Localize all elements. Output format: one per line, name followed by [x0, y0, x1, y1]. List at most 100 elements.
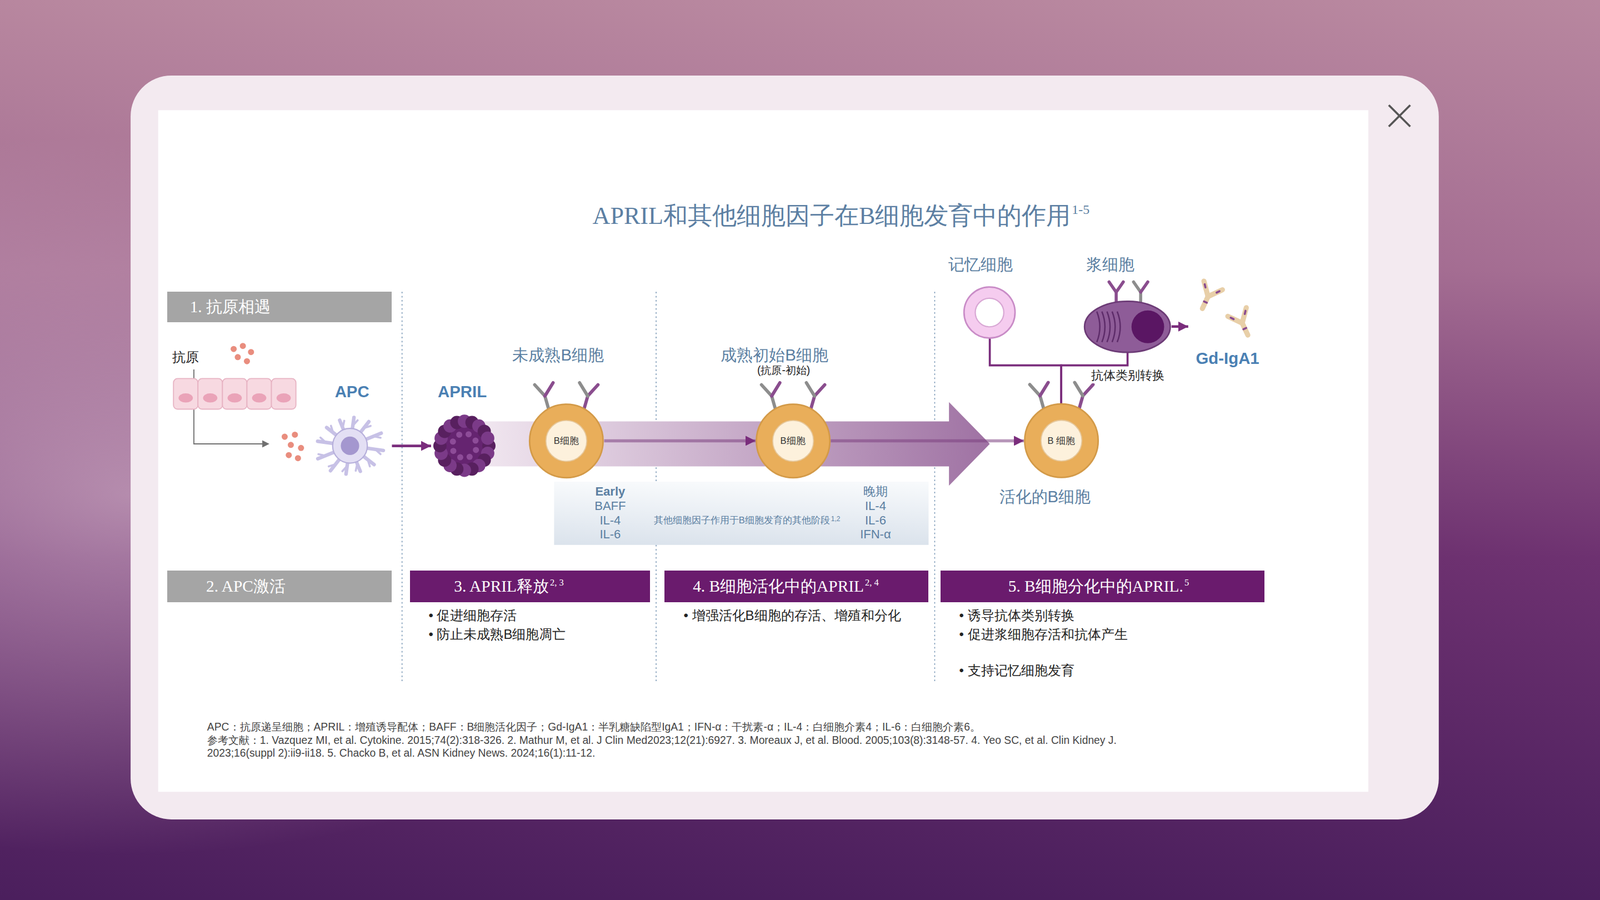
- b-cell-receptor: [1029, 384, 1044, 410]
- cytokine-name: IL-6: [865, 512, 887, 528]
- antibody-figure: [1192, 281, 1257, 340]
- glycan-mark: [1203, 301, 1207, 303]
- april-speck: [449, 438, 456, 445]
- memory-cell-body: [964, 286, 1016, 338]
- memory-cell-nucleus: [975, 297, 1004, 327]
- cytokine-name: IL-4: [599, 512, 621, 528]
- step-heading: 1. 抗原相遇: [190, 297, 271, 317]
- b-cell-receptor: [771, 382, 780, 397]
- antigen-dot: [287, 441, 294, 448]
- b-cell-drawing: [500, 345, 623, 483]
- arrow-connector: [1171, 325, 1189, 328]
- antigen-arrowhead: [262, 440, 270, 448]
- connector-label: 抗体类别转换: [1088, 368, 1167, 383]
- bullet-point: • 促进浆细胞存活和抗体产生: [959, 626, 1128, 643]
- step-band: 5. B细胞分化中的APRIL.5: [940, 570, 1264, 603]
- endoplasmic-reticulum: [1107, 311, 1111, 342]
- development-arrow: [479, 402, 990, 487]
- nucleus-label: B细胞: [553, 435, 579, 447]
- april-speck: [472, 447, 479, 454]
- cytokine-name: IL-6: [599, 527, 621, 542]
- apc-nucleus: [340, 436, 359, 455]
- modal-card: [130, 75, 1439, 820]
- close-icon: [1388, 105, 1411, 127]
- b-cell-figure: [1024, 382, 1098, 478]
- antigen-dot: [281, 433, 288, 440]
- antibody: Gd-IgA1: [1188, 267, 1271, 370]
- plasma-cell-figure: [1084, 281, 1170, 353]
- b-cell-receptor: [1078, 384, 1093, 410]
- reference-superscript: 1,2: [831, 515, 841, 523]
- arrow-connector: [391, 444, 431, 448]
- dendrite: [363, 426, 371, 429]
- dendrite: [342, 421, 345, 429]
- dendrite: [373, 436, 382, 438]
- april-speck: [465, 431, 472, 438]
- b-cell-nucleus: [546, 420, 587, 462]
- antigen-dot: [295, 455, 302, 462]
- cell-note: (抗原-初始): [757, 364, 810, 377]
- cell-name: 未成熟B细胞: [512, 345, 604, 365]
- cell-name: 浆细胞: [1086, 255, 1135, 274]
- glycan-mark: [1243, 328, 1247, 330]
- epithelial-nucleus: [203, 393, 218, 403]
- step-band: 1. 抗原相遇: [167, 291, 392, 323]
- antibody-name: Gd-IgA1: [1195, 348, 1259, 368]
- dendrite: [328, 464, 336, 467]
- cytokine-name: BAFF: [594, 498, 626, 514]
- reference-superscript: 1-5: [1071, 201, 1090, 218]
- dendrite: [367, 460, 370, 467]
- reference-superscript: 2, 3: [550, 577, 564, 588]
- plasma-receptor: [1140, 281, 1148, 292]
- bullet-point: • 促进细胞存活: [428, 607, 517, 624]
- bullet-point: • 诱导抗体类别转换: [959, 607, 1075, 624]
- step-heading: 5. B细胞分化中的APRIL.: [1008, 577, 1184, 597]
- development-connector: [830, 439, 1024, 443]
- endoplasmic-reticulum: [1112, 311, 1116, 342]
- apc-extent: [309, 405, 392, 487]
- b-cell-receptor: [761, 384, 776, 410]
- epithelial-cell: [246, 378, 272, 409]
- footnote: APC：抗原递呈细胞；APRIL：增殖诱导配体；BAFF：B细胞活化因子；Gd-…: [207, 720, 1187, 734]
- bullet-point: • 支持记忆细胞发育: [959, 662, 1075, 679]
- april-speck: [456, 431, 463, 438]
- step-band: 2. APC激活: [167, 570, 392, 603]
- b-cell-receptor: [583, 384, 599, 410]
- epithelial-nucleus: [276, 393, 292, 403]
- nucleus-label: B 细胞: [1047, 435, 1075, 447]
- b-cell-body: [529, 403, 603, 478]
- slide-panel: [158, 110, 1369, 792]
- endoplasmic-reticulum: [1096, 311, 1100, 342]
- antigen-dot: [291, 431, 298, 438]
- endoplasmic-reticulum: [1102, 311, 1106, 342]
- apc-body: [332, 428, 368, 463]
- glycan-mark: [1230, 317, 1234, 321]
- branch-connector: [990, 338, 1062, 404]
- plasma-receptor: [1116, 281, 1124, 292]
- step-band: 3. APRIL释放2, 3: [410, 570, 650, 603]
- step-band: 4. B细胞活化中的APRIL2, 4: [664, 570, 929, 603]
- april-molecule-figure: [431, 413, 498, 479]
- stage-divider: [934, 291, 936, 682]
- step-heading: 2. APC激活: [206, 577, 286, 597]
- stage-name: 晚期: [863, 484, 888, 499]
- b-cell-figure: [529, 382, 603, 478]
- antibody-chain: [1207, 285, 1223, 302]
- stage-name: Early: [595, 484, 625, 499]
- b-cell-receptor: [806, 382, 815, 397]
- b-cell-receptor: [1074, 382, 1083, 397]
- plasma-cell-body: [1084, 301, 1170, 353]
- endoplasmic-reticulum: [1117, 311, 1121, 342]
- b-cell: 成熟初始B细胞(抗原-初始)B细胞: [709, 345, 848, 483]
- antigen-dot: [234, 353, 241, 360]
- glycan-mark: [1216, 290, 1220, 294]
- epithelial-cell: [197, 378, 223, 409]
- april-speck: [450, 447, 457, 454]
- b-cell-figure: [756, 382, 830, 478]
- antigen-dot: [247, 348, 254, 355]
- epithelial-nucleus: [227, 393, 243, 403]
- dendrite: [342, 466, 348, 472]
- epithelial-cell: [271, 378, 297, 409]
- epithelial-cell: [173, 378, 198, 409]
- bullet-point: • 增强活化B细胞的存活、增殖和分化: [683, 607, 902, 624]
